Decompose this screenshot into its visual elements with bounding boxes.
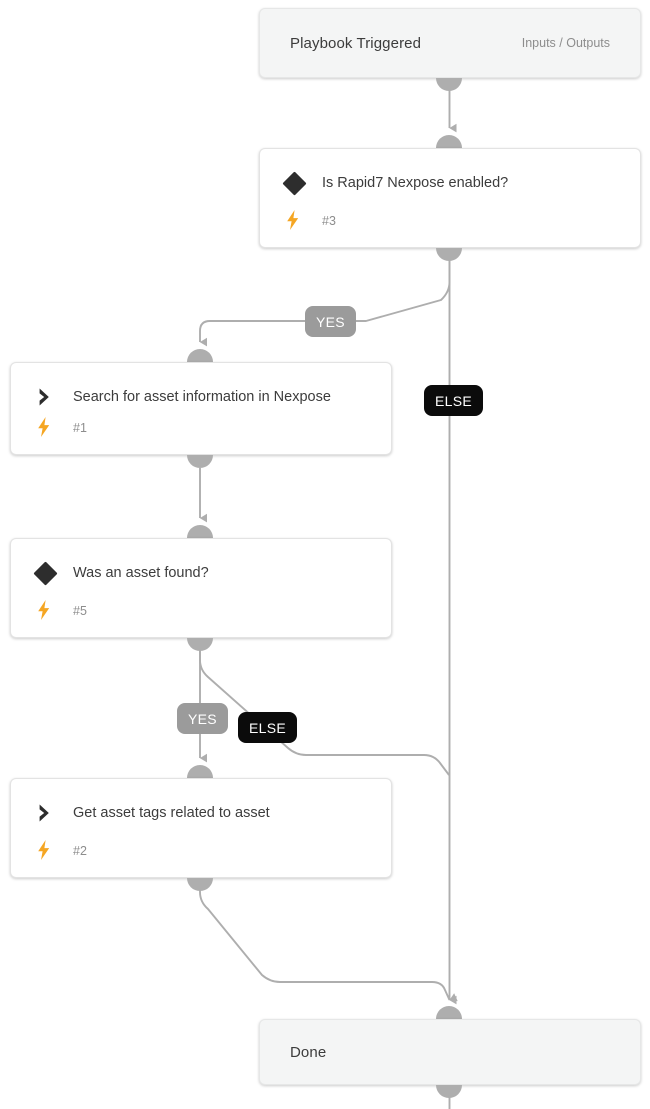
branch-badge-nexpose-yes[interactable]: YES xyxy=(305,306,356,337)
lightning-bolt-icon xyxy=(33,599,55,621)
node-get-asset-tags-related-to-asset[interactable]: Get asset tags related to asset #2 xyxy=(10,778,392,878)
port-out-tags[interactable] xyxy=(187,878,213,891)
port-in-done[interactable] xyxy=(436,1006,462,1019)
port-out-nexpose[interactable] xyxy=(436,248,462,261)
branch-badge-assetfound-yes[interactable]: YES xyxy=(177,703,228,734)
node-title: Is Rapid7 Nexpose enabled? xyxy=(322,175,509,191)
branch-badge-nexpose-else[interactable]: ELSE xyxy=(424,385,483,416)
node-done[interactable]: Done xyxy=(259,1019,641,1085)
edge-assetfound-else xyxy=(199,648,450,776)
branch-badge-label: ELSE xyxy=(249,719,286,736)
chevron-right-icon xyxy=(33,385,57,409)
node-title: Get asset tags related to asset xyxy=(73,805,270,821)
port-out-trigger[interactable] xyxy=(436,78,462,91)
inputs-outputs-link[interactable]: Inputs / Outputs xyxy=(521,36,610,50)
node-title: Search for asset information in Nexpose xyxy=(73,389,331,405)
node-playbook-triggered[interactable]: Playbook Triggered Inputs / Outputs xyxy=(259,8,641,78)
node-title: Was an asset found? xyxy=(73,565,209,581)
diamond-icon xyxy=(281,170,307,196)
node-number: #2 xyxy=(73,844,87,858)
node-title: Done xyxy=(290,1043,327,1061)
port-in-assetfound[interactable] xyxy=(187,525,213,538)
lightning-bolt-icon xyxy=(282,209,304,231)
branch-badge-label: ELSE xyxy=(435,392,472,409)
node-was-an-asset-found[interactable]: Was an asset found? #5 xyxy=(10,538,392,638)
node-number: #1 xyxy=(73,421,87,435)
port-out-search[interactable] xyxy=(187,455,213,468)
node-number: #3 xyxy=(322,214,336,228)
chevron-right-icon xyxy=(33,801,57,825)
branch-badge-assetfound-else[interactable]: ELSE xyxy=(238,712,297,743)
port-in-search[interactable] xyxy=(187,349,213,362)
node-is-rapid7-nexpose-enabled[interactable]: Is Rapid7 Nexpose enabled? #3 xyxy=(259,148,641,248)
branch-badge-label: YES xyxy=(188,710,217,727)
port-in-nexpose[interactable] xyxy=(436,135,462,148)
node-search-for-asset-information-in-nexpose[interactable]: Search for asset information in Nexpose … xyxy=(10,362,392,455)
node-number: #5 xyxy=(73,604,87,618)
port-in-tags[interactable] xyxy=(187,765,213,778)
diamond-icon xyxy=(32,560,58,586)
lightning-bolt-icon xyxy=(33,839,55,861)
port-out-assetfound[interactable] xyxy=(187,638,213,651)
branch-badge-label: YES xyxy=(316,313,345,330)
lightning-bolt-icon xyxy=(33,416,55,438)
node-title: Playbook Triggered xyxy=(290,34,422,52)
port-out-done[interactable] xyxy=(436,1085,462,1098)
edge-tags-to-done xyxy=(199,878,458,1002)
